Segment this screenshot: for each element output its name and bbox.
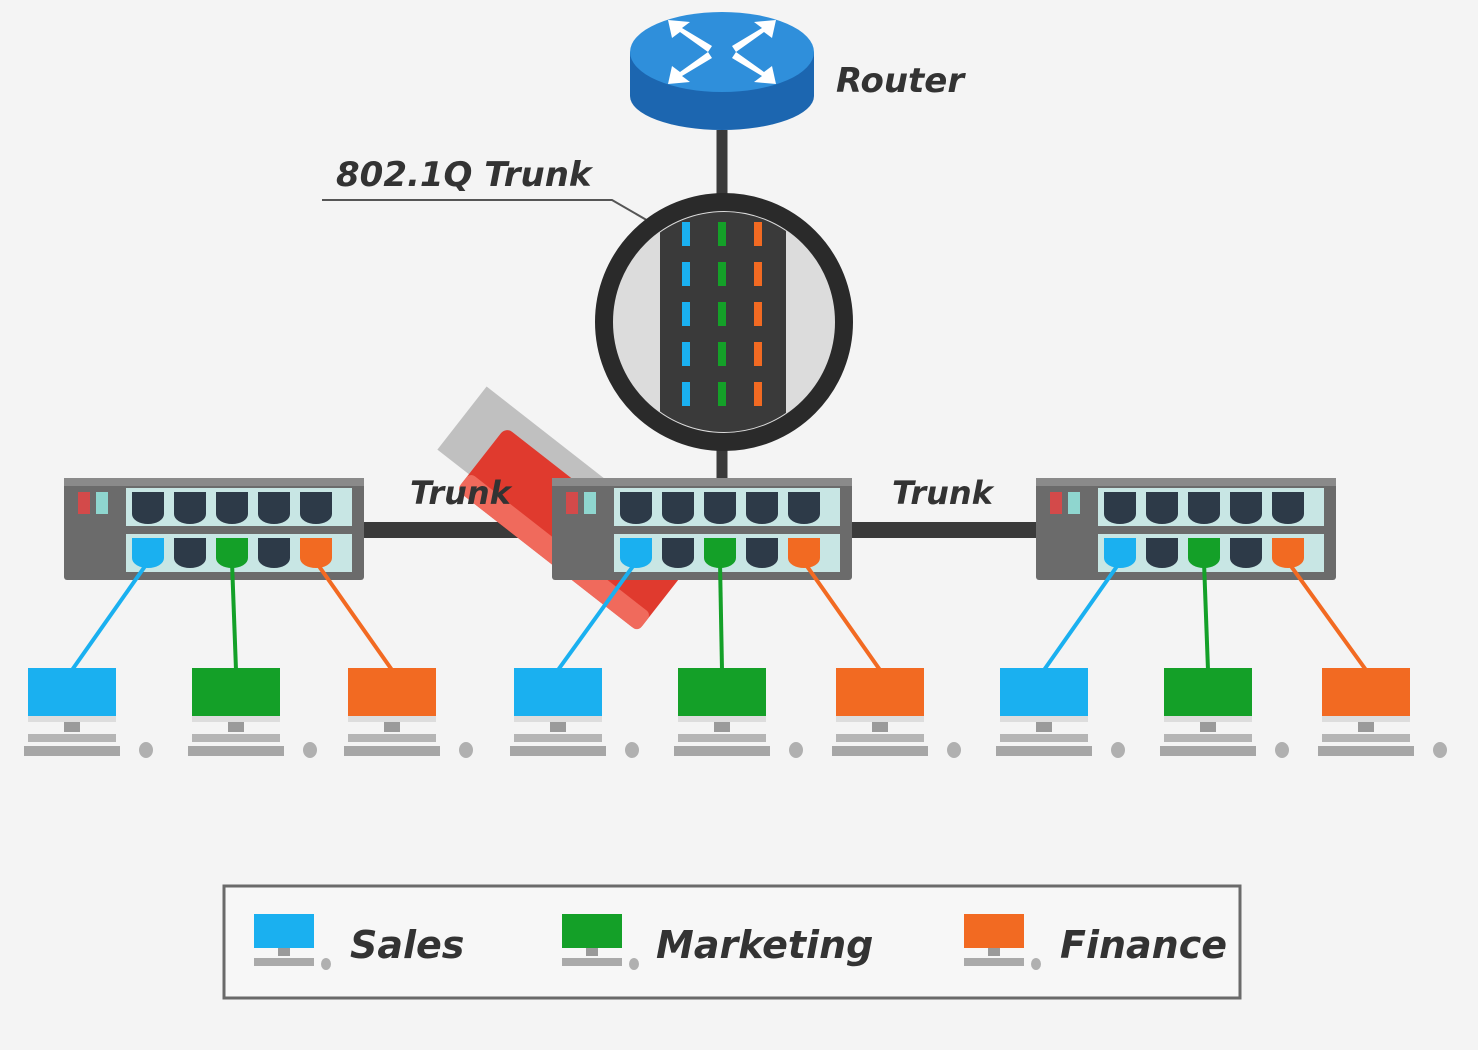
switch-port-marketing (216, 538, 248, 568)
desktop-computer-icon (24, 668, 153, 758)
legend-icon-marketing (562, 914, 639, 970)
switch-port-trunk (1146, 538, 1178, 568)
status-led (584, 492, 596, 514)
access-cables (70, 560, 1368, 672)
switch-icon (64, 478, 364, 580)
legend-icon-finance (964, 914, 1041, 970)
trunk-lane-dash-sales (682, 222, 690, 246)
switch-port (300, 492, 332, 524)
desktop-computer-icon (1318, 668, 1447, 758)
switch-port-trunk (258, 538, 290, 568)
desktop-computer-icon (344, 668, 473, 758)
access-cable-finance (314, 560, 394, 672)
switch-port-finance (300, 538, 332, 568)
trunk-lane-dash-sales (682, 302, 690, 326)
trunk-lane-dash-finance (754, 222, 762, 246)
trunk-lane-dash-marketing (718, 222, 726, 246)
switch-port (216, 492, 248, 524)
legend-label-sales: Sales (350, 923, 464, 967)
desktop-computer-icon (832, 668, 961, 758)
trunk-lane-dash-sales (682, 342, 690, 366)
trunk-lane-dash-marketing (718, 382, 726, 406)
status-led (96, 492, 108, 514)
switch-port (662, 492, 694, 524)
switch-port-trunk (174, 538, 206, 568)
switch-icon (552, 478, 852, 580)
switches (64, 478, 1336, 580)
legend-label-finance: Finance (1060, 923, 1227, 967)
access-cable-sales (1042, 560, 1122, 672)
legend-icons (254, 914, 1041, 970)
switch-port-trunk (662, 538, 694, 568)
router-icon (630, 12, 814, 130)
computers (24, 668, 1447, 758)
access-cable-marketing (230, 561, 238, 671)
access-cable-marketing (718, 561, 724, 671)
trunk-lane-dash-finance (754, 302, 762, 326)
trunk-lane-dash-finance (754, 262, 762, 286)
switch-port-trunk (1230, 538, 1262, 568)
switch-port-sales (132, 538, 164, 568)
desktop-computer-icon (188, 668, 317, 758)
trunk-lane-dash-finance (754, 382, 762, 406)
trunk-8021q-label: 802.1Q Trunk (336, 155, 594, 195)
switch-port (174, 492, 206, 524)
switch-port (704, 492, 736, 524)
trunk-lane-dash-sales (682, 262, 690, 286)
switch-port-sales (620, 538, 652, 568)
switch-port-marketing (704, 538, 736, 568)
trunk-lane-dash-sales (682, 382, 690, 406)
switch-port (1104, 492, 1136, 524)
status-led (78, 492, 90, 514)
switch-port (788, 492, 820, 524)
switch-port-finance (1272, 538, 1304, 568)
desktop-computer-icon (1160, 668, 1289, 758)
legend-box (222, 884, 1242, 1000)
desktop-computer-icon (674, 668, 803, 758)
trunk-lane-dash-finance (754, 342, 762, 366)
switch-port (132, 492, 164, 524)
access-cable-finance (1286, 560, 1368, 672)
router-label: Router (836, 61, 966, 101)
trunk-8021q-leader-line (322, 199, 651, 223)
switch-port (746, 492, 778, 524)
trunk-lane-dash-marketing (718, 262, 726, 286)
switch-port-marketing (1188, 538, 1220, 568)
desktop-computer-icon (996, 668, 1125, 758)
access-cable-sales (70, 560, 150, 672)
switch-port (1188, 492, 1220, 524)
desktop-computer-icon (510, 668, 639, 758)
switch-port-finance (788, 538, 820, 568)
trunk-left-label: Trunk (410, 474, 513, 512)
switch-icon (1036, 478, 1336, 580)
switch-port (1230, 492, 1262, 524)
access-cable-finance (802, 560, 882, 672)
switch-port (258, 492, 290, 524)
legend: Sales Marketing Finance (222, 884, 1242, 1000)
switch-port-trunk (746, 538, 778, 568)
legend-icon-sales (254, 914, 331, 970)
status-led (566, 492, 578, 514)
legend-label-marketing: Marketing (656, 923, 873, 967)
status-led (1050, 492, 1062, 514)
trunk-link-right (848, 522, 1043, 538)
switch-port-sales (1104, 538, 1136, 568)
trunk-lane-dash-marketing (718, 342, 726, 366)
switch-port (620, 492, 652, 524)
switch-port (1272, 492, 1304, 524)
trunk-right-label: Trunk (892, 474, 995, 512)
switch-port (1146, 492, 1178, 524)
access-cable-sales (556, 560, 638, 672)
status-led (1068, 492, 1080, 514)
trunk-lanes (682, 222, 762, 406)
trunk-lane-dash-marketing (718, 302, 726, 326)
access-cable-marketing (1202, 561, 1210, 671)
